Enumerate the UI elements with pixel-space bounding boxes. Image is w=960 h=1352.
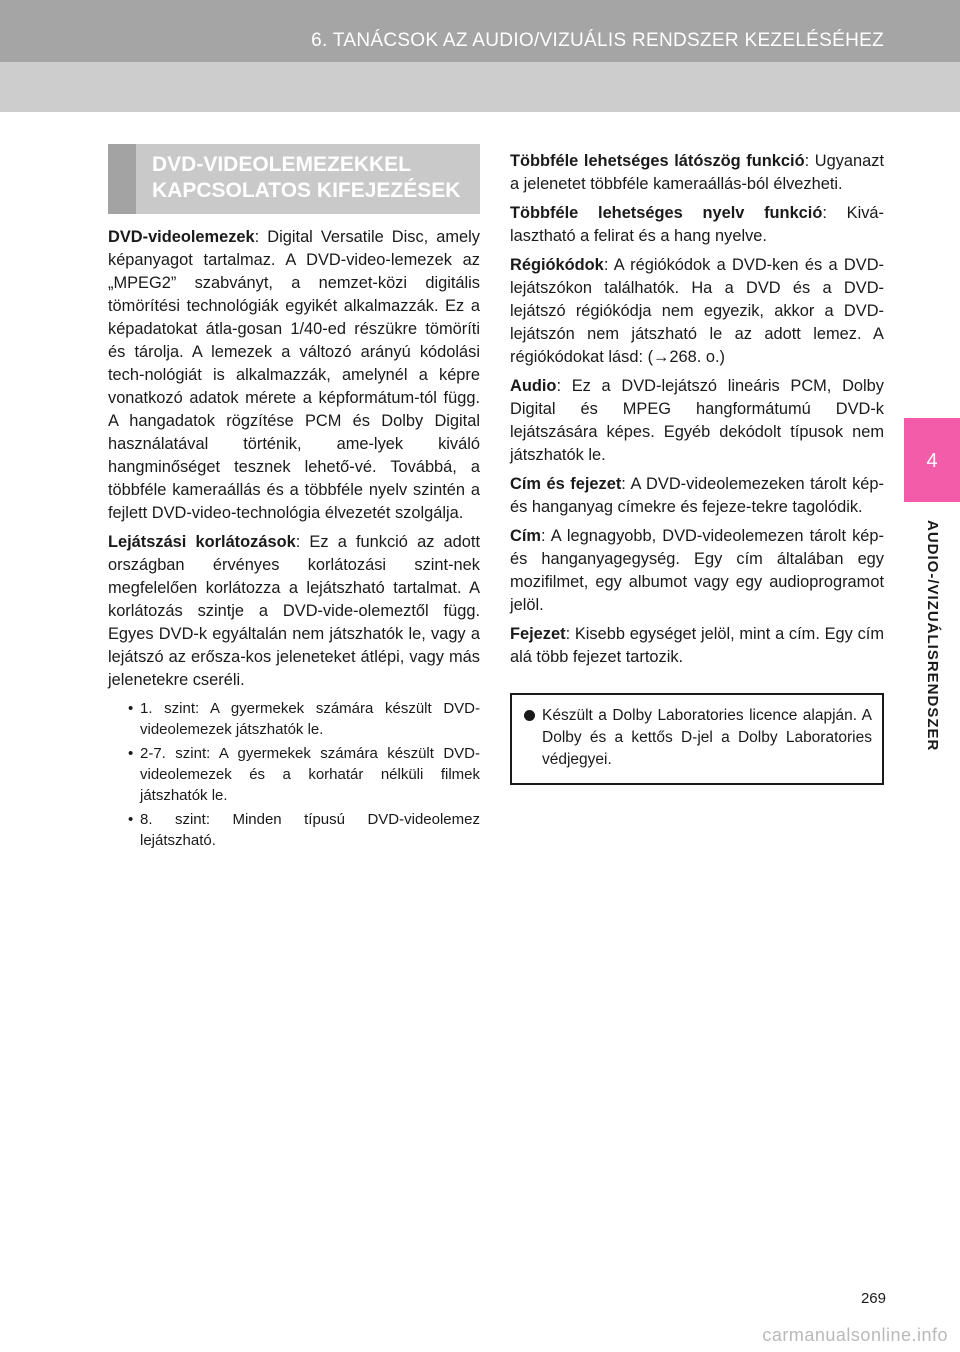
chapter-tab: 4 bbox=[904, 418, 960, 502]
chapter-tab-number: 4 bbox=[926, 450, 938, 472]
paragraph-fejezet: Fejezet: Kisebb egységet jelöl, mint a c… bbox=[510, 623, 884, 669]
definition: : A legnagyobb, DVD-videolemezen tárolt … bbox=[510, 527, 884, 614]
note-text: Készült a Dolby Laboratories licence ala… bbox=[522, 705, 872, 771]
section-heading: DVD-VIDEOLEMEZEKKEL KAPCSOLATOS KIFEJEZÉ… bbox=[108, 144, 480, 214]
section-heading-title: DVD-VIDEOLEMEZEKKEL KAPCSOLATOS KIFEJEZÉ… bbox=[152, 153, 461, 202]
term: Fejezet bbox=[510, 625, 566, 643]
term: Cím bbox=[510, 527, 541, 545]
definition: : A régiókódok a DVD-ken és a DVD-lejáts… bbox=[510, 256, 884, 366]
list-item: 8. szint: Minden típusú DVD-videolemez l… bbox=[128, 809, 480, 851]
term: Lejátszási korlátozások bbox=[108, 533, 296, 551]
chapter-title: 6. TANÁCSOK AZ AUDIO/VIZUÁLIS RENDSZER K… bbox=[311, 30, 884, 51]
paragraph-lejatszasi-korlatozasok: Lejátszási korlátozások: Ez a funkció az… bbox=[108, 531, 480, 692]
paragraph-audio: Audio: Ez a DVD-lejátszó lineáris PCM, D… bbox=[510, 375, 884, 467]
header-band: 6. TANÁCSOK AZ AUDIO/VIZUÁLIS RENDSZER K… bbox=[0, 0, 960, 112]
list-item: 2-7. szint: A gyermekek számára készült … bbox=[128, 743, 480, 806]
header-bar bbox=[0, 0, 960, 62]
right-column: Többféle lehetséges látószög funkció: Ug… bbox=[510, 150, 884, 785]
paragraph-latoszog: Többféle lehetséges látószög funkció: Ug… bbox=[510, 150, 884, 196]
page-number: 269 bbox=[860, 1290, 886, 1307]
definition: : Ugyanazt a jelenetet többféle kameraál… bbox=[510, 152, 884, 193]
paragraph-dvd-videolemezek: DVD-videolemezek: Digital Versatile Disc… bbox=[108, 226, 480, 525]
term: Régiókódok bbox=[510, 256, 604, 274]
chapter-side-label-text: AUDIO-/VIZUÁLISRENDSZER bbox=[924, 520, 941, 752]
paragraph-cim-es-fejezet: Cím és fejezet: A DVD-videolemezeken tár… bbox=[510, 473, 884, 519]
term: DVD-videolemezek bbox=[108, 228, 255, 246]
term: Többféle lehetséges nyelv funkció bbox=[510, 204, 823, 222]
note-box: Készült a Dolby Laboratories licence ala… bbox=[510, 693, 884, 785]
left-column: DVD-VIDEOLEMEZEKKEL KAPCSOLATOS KIFEJEZÉ… bbox=[108, 144, 480, 854]
list-item: 1. szint: A gyermekek számára készült DV… bbox=[128, 698, 480, 740]
definition: : Ez a funkció az adott országban érvény… bbox=[108, 533, 481, 689]
term: Többféle lehetséges látószög funkció bbox=[510, 152, 805, 170]
chapter-side-label: AUDIO-/VIZUÁLISRENDSZER bbox=[904, 520, 960, 780]
paragraph-nyelv: Többféle lehetséges nyelv funkció: Kivá-… bbox=[510, 202, 884, 248]
definition: : Kivá-lasztható a felirat és a hang nye… bbox=[510, 204, 884, 245]
definition: : A DVD-videolemezeken tárolt kép- és ha… bbox=[510, 475, 884, 516]
paragraph-regiokodok: Régiókódok: A régiókódok a DVD-ken és a … bbox=[510, 254, 884, 369]
term: Audio bbox=[510, 377, 557, 395]
section-heading-bar bbox=[108, 144, 136, 214]
restriction-level-list: 1. szint: A gyermekek számára készült DV… bbox=[108, 698, 480, 851]
definition: : Ez a DVD-lejátszó lineáris PCM, Dolby … bbox=[510, 377, 884, 464]
definition: : Digital Versatile Disc, amely képanyag… bbox=[108, 228, 480, 522]
term: Cím és fejezet bbox=[510, 475, 622, 493]
definition: : Kisebb egységet jelöl, mint a cím. Egy… bbox=[510, 625, 884, 666]
watermark: carmanualsonline.info bbox=[762, 1325, 948, 1345]
paragraph-cim: Cím: A legnagyobb, DVD-videolemezen táro… bbox=[510, 525, 884, 617]
